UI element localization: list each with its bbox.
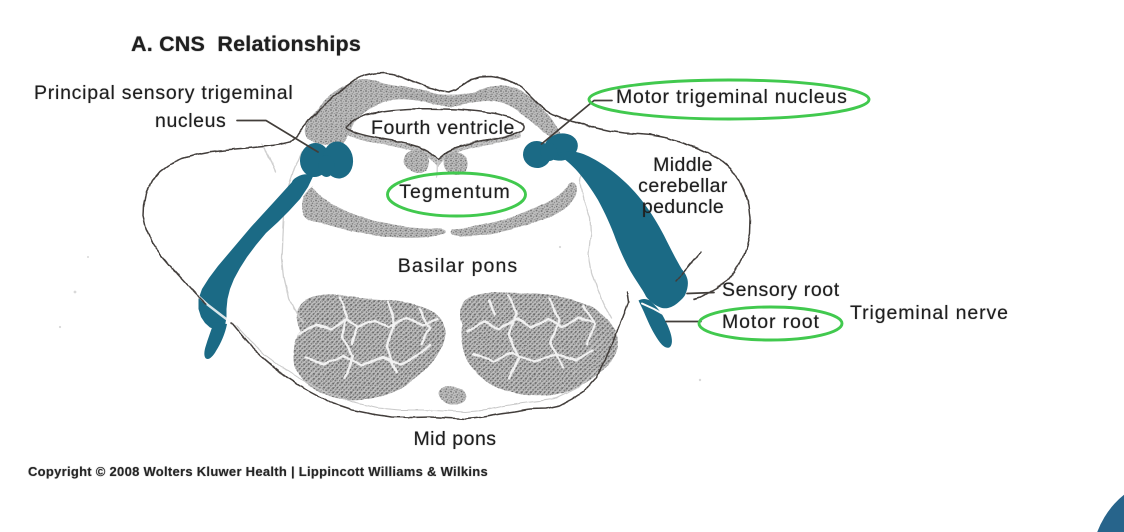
faint-crack-lines [261,143,612,325]
highlight-ellipse-tegmentum [386,171,527,218]
ventricle-floor-shading [348,130,521,168]
right-trigeminal-nucleus-and-root [523,133,688,309]
label-sensory-root: Sensory root [722,278,840,301]
left-pontine-mass [293,295,446,400]
right-mlf-blob [443,152,469,176]
highlight-ellipse-motor-trigeminal [587,78,871,121]
right-motor-root-band [638,299,672,348]
label-fourth-ventricle: Fourth ventricle [371,117,515,139]
mcp-root-crease [675,251,702,282]
label-principal-sensory-line2: nucleus [155,110,227,132]
copyright-line: Copyright © 2008 Wolters Kluwer Health |… [28,464,488,479]
label-basilar-pons: Basilar pons [397,255,519,277]
leader-lines [236,99,715,323]
sensory-root-leader [686,291,715,295]
scan-specks [58,94,702,382]
median-dip-shading [402,89,488,103]
label-trigeminal-nerve: Trigeminal nerve [850,302,1009,324]
label-mid-pons: Mid pons [413,428,497,450]
highlight-ellipse-motor-root [697,305,844,342]
corner-decoration-circle [1097,494,1124,532]
trigeminal-structures [198,133,688,360]
motor-trigeminal-leader [540,99,613,145]
label-motor-root: Motor root [722,311,820,333]
inner-bottom-contour [235,325,597,413]
label-motor-trigeminal-nucleus: Motor trigeminal nucleus [616,86,848,108]
fourth-ventricle-outline [345,108,525,162]
label-tegmentum: Tegmentum [399,181,511,203]
right-lemniscus-band [450,182,577,236]
highlight-ellipses [386,78,871,342]
principal-sensory-leader [236,119,319,153]
midline-bottom-blob [438,385,466,404]
left-mlf-blob [403,150,430,175]
left-lemniscus-band [301,186,446,239]
fiber-crack-lines [297,293,597,381]
pons-outline [142,72,752,420]
figure-title: A. CNS Relationships [131,32,361,56]
left-trigeminal-nucleus-and-root [198,141,354,360]
label-middle-cerebellar-peduncle: Middle cerebellar peduncle [638,154,728,218]
label-principal-sensory-line1: Principal sensory trigeminal [34,82,294,104]
